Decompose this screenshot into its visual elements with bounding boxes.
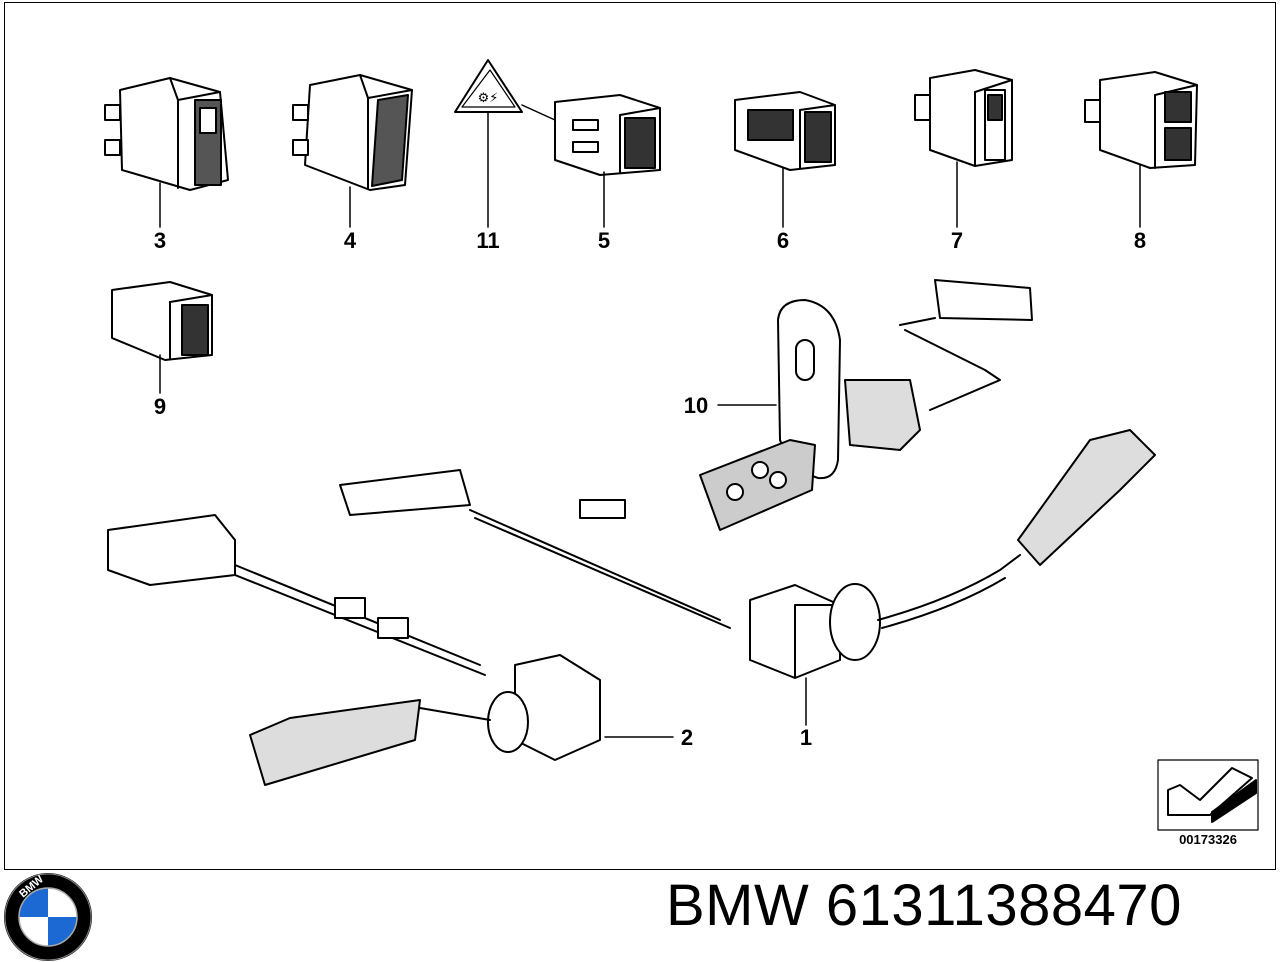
part-10-wiper-switch[interactable] — [699, 279, 1033, 531]
part-11-warning-label[interactable]: ⚙⚡ — [454, 59, 523, 113]
brand-name: BMW — [666, 873, 810, 938]
callout-5: 5 — [598, 228, 610, 253]
callout-2: 2 — [681, 725, 693, 750]
callout-3: 3 — [154, 228, 166, 253]
svg-text:⚙⚡: ⚙⚡ — [478, 91, 499, 106]
bmw-logo-icon: BMW — [4, 873, 92, 961]
part-1-stalk-switch[interactable] — [339, 429, 1156, 679]
part-4-switch[interactable] — [292, 74, 413, 191]
callout-1: 1 — [800, 725, 812, 750]
callout-10: 10 — [684, 393, 708, 418]
diagram-number-icon — [1157, 759, 1259, 831]
diagram-number: 00173326 — [1179, 832, 1237, 847]
part-6-switch[interactable] — [734, 91, 836, 171]
part-3-switch[interactable] — [104, 77, 229, 191]
callout-8: 8 — [1134, 228, 1146, 253]
leader-lines — [159, 104, 1141, 738]
part-8-switch[interactable] — [1084, 71, 1198, 169]
callout-4: 4 — [344, 228, 357, 253]
part-5-switch[interactable] — [554, 94, 661, 176]
part-number: 61311388470 — [825, 873, 1182, 938]
footer-part-title: BMW 61311388470 — [666, 872, 1182, 939]
callout-9: 9 — [154, 394, 166, 419]
part-7-switch[interactable] — [914, 69, 1013, 167]
callout-7: 7 — [951, 228, 963, 253]
callout-11: 11 — [476, 228, 499, 253]
part-2-stalk-switch[interactable] — [107, 514, 601, 786]
part-9-switch[interactable] — [111, 281, 213, 361]
callout-6: 6 — [777, 228, 789, 253]
parts-diagram: ⚙⚡ — [104, 59, 1259, 831]
